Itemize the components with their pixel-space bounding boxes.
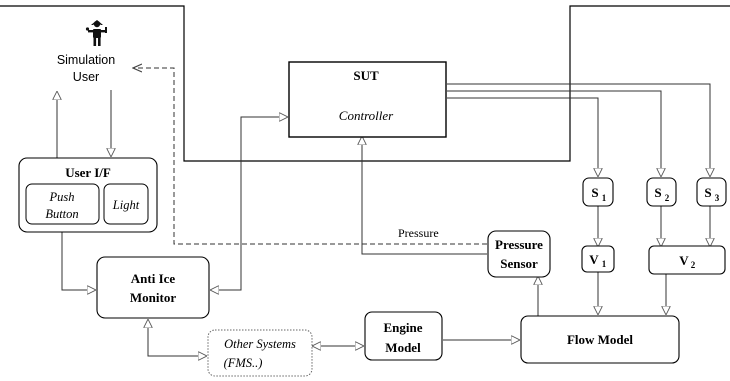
connector-pushbutton-to-antiice: [61, 224, 95, 290]
other-systems-label-line1: Other Systems: [224, 337, 296, 351]
push-button-label-line2: Button: [45, 207, 78, 221]
sut-subtitle: Controller: [339, 108, 394, 123]
flow-model-block: Flow Model: [520, 315, 680, 364]
other-systems-block: Other Systems (FMS..): [207, 329, 313, 377]
sensor-s2: S 2: [646, 177, 677, 207]
light-label: Light: [112, 198, 140, 212]
user-person-icon: [85, 20, 107, 46]
connector-controller-to-s2: [447, 90, 661, 176]
valve-v2-label: V: [679, 253, 689, 268]
user-interface-block: User I/F Push Button Light: [18, 157, 158, 233]
light-box: [103, 183, 149, 225]
connector-controller-to-s1: [447, 97, 598, 176]
sut-title: SUT: [353, 68, 379, 83]
simulation-user-label-line2: User: [73, 70, 99, 84]
pressure-sensor-label-line2: Sensor: [500, 256, 538, 271]
valve-v1: V 1: [581, 245, 615, 273]
push-button-box: [25, 183, 100, 225]
sensor-s3-label: S: [704, 185, 711, 200]
sensor-s2-subscript: 2: [665, 193, 670, 203]
pressure-sensor-label-line1: Pressure: [495, 237, 543, 252]
outer-loop-line: [0, 5, 730, 162]
sensor-s1-label: S: [591, 185, 598, 200]
engine-model-block: Engine Model: [364, 311, 443, 361]
pressure-line-label: Pressure: [398, 226, 439, 240]
connector-antiice-controller: [211, 117, 287, 290]
connector-controller-to-s3: [447, 83, 710, 176]
anti-ice-label-line2: Monitor: [130, 290, 176, 305]
valve-v2-subscript: 2: [691, 260, 696, 270]
other-systems-label-line2: (FMS..): [224, 356, 263, 370]
anti-ice-monitor-block: Anti Ice Monitor: [96, 256, 210, 319]
push-button-label-line1: Push: [49, 190, 75, 204]
anti-ice-label-line1: Anti Ice: [131, 271, 176, 286]
valve-v1-label: V: [589, 252, 599, 267]
sensor-s3: S 3: [696, 177, 727, 207]
sensor-s1-subscript: 1: [602, 193, 607, 203]
simulation-user: Simulation User: [57, 20, 115, 84]
connector-antiice-othersystems: [148, 320, 206, 356]
connectors: [57, 83, 710, 356]
user-if-title: User I/F: [65, 165, 111, 180]
valve-v1-subscript: 1: [602, 259, 607, 269]
engine-model-label-line2: Model: [385, 340, 421, 355]
sensor-s2-label: S: [654, 185, 661, 200]
connector-pressure-dashed: [133, 68, 487, 245]
connector-sensor-to-controller: [362, 137, 487, 255]
flow-model-label: Flow Model: [567, 332, 633, 347]
feedback-loop-lines: [0, 5, 730, 162]
sut-controller-block: SUT Controller: [288, 61, 447, 138]
simulation-user-label-line1: Simulation: [57, 53, 115, 67]
sensor-s1: S 1: [582, 177, 614, 207]
sensor-s3-subscript: 3: [715, 193, 720, 203]
engine-model-label-line1: Engine: [383, 320, 422, 335]
valve-v2: V 2: [648, 245, 726, 275]
pressure-sensor-block: Pressure Sensor: [487, 230, 551, 278]
